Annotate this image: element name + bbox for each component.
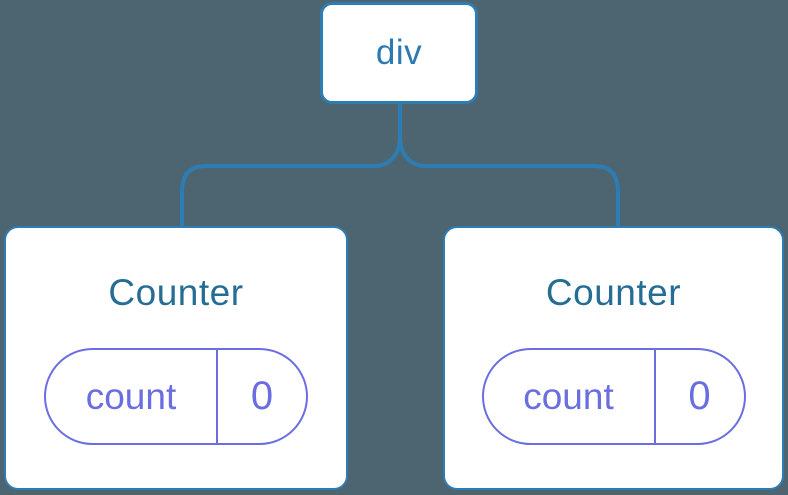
tree-node-div: div: [320, 2, 478, 104]
connector-right-branch: [398, 100, 620, 230]
tree-node-counter-2: Counter count 0: [443, 226, 784, 490]
component-title: Counter: [545, 272, 682, 313]
state-pill: count 0: [44, 348, 308, 445]
state-key: count: [46, 350, 218, 443]
connector-left-branch: [180, 100, 402, 230]
root-node-label: div: [375, 33, 423, 72]
tree-node-counter-1: Counter count 0: [4, 226, 348, 490]
component-title: Counter: [108, 272, 244, 313]
state-pill: count 0: [481, 348, 746, 445]
state-value: 0: [250, 374, 274, 418]
state-key: count: [484, 350, 656, 443]
state-value: 0: [688, 374, 711, 418]
